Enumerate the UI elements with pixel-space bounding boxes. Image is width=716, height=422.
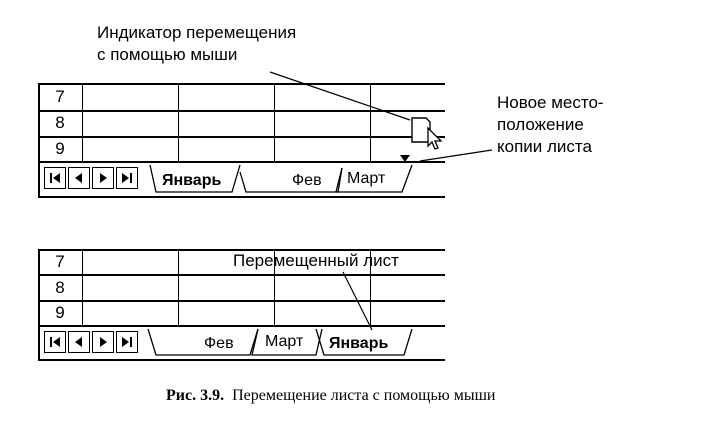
sheet-indicator-icon xyxy=(411,117,431,143)
row-header-7[interactable]: 7 xyxy=(55,87,65,106)
row-header-9[interactable]: 9 xyxy=(55,139,65,158)
row-header-8[interactable]: 8 xyxy=(55,113,65,132)
tab-february-top[interactable]: Фев xyxy=(292,172,322,189)
annotation-indicator-line1: Индикатор перемещения xyxy=(97,23,297,42)
annotation-indicator: Индикатор перемещения с помощью мыши xyxy=(97,22,296,66)
tab-march-bottom[interactable]: Март xyxy=(265,333,304,350)
move-cursor-icon xyxy=(411,117,443,150)
annotation-new-location-line3: копии листа xyxy=(497,137,592,156)
annotation-new-location-line2: положение xyxy=(497,115,584,134)
tab-january-bottom[interactable]: Январь xyxy=(329,335,389,352)
top-tab-outlines xyxy=(149,164,413,193)
tab-january-top[interactable]: Январь xyxy=(162,172,222,189)
annotation-new-location-line1: Новое место- xyxy=(497,93,604,112)
previous-sheet-button[interactable] xyxy=(68,331,90,353)
last-sheet-button[interactable] xyxy=(116,167,138,189)
tab-february-outline xyxy=(239,167,343,193)
first-sheet-button[interactable] xyxy=(44,331,66,353)
tab-march-outline-bottom xyxy=(251,328,323,356)
last-sheet-icon xyxy=(122,173,132,183)
sheet-nav-bottom xyxy=(44,331,140,353)
row-header-7[interactable]: 7 xyxy=(55,252,65,271)
previous-sheet-button[interactable] xyxy=(68,167,90,189)
sheet-nav-top xyxy=(44,167,140,189)
annotation-new-location: Новое место- положение копии листа xyxy=(497,92,604,158)
caption-label: Рис. 3.9. xyxy=(166,387,225,404)
tab-february-outline-bottom xyxy=(147,328,259,356)
indicator-pointer-line xyxy=(269,71,411,121)
last-sheet-button[interactable] xyxy=(116,331,138,353)
first-sheet-icon xyxy=(50,337,60,347)
tab-january-outline-bottom xyxy=(315,328,413,356)
previous-sheet-icon xyxy=(75,173,82,183)
last-sheet-icon xyxy=(122,337,132,347)
figure-caption: Рис. 3.9. Перемещение листа с помощью мы… xyxy=(166,387,495,405)
next-sheet-icon xyxy=(100,173,107,183)
bottom-tab-outlines xyxy=(147,328,413,356)
insertion-marker-icon xyxy=(400,155,410,162)
new-location-pointer-line xyxy=(419,149,493,162)
previous-sheet-icon xyxy=(75,337,82,347)
tab-february-bottom[interactable]: Фев xyxy=(204,335,234,352)
row-header-8[interactable]: 8 xyxy=(55,278,65,297)
annotation-indicator-line2: с помощью мыши xyxy=(97,45,238,64)
mouse-pointer-icon xyxy=(427,126,443,150)
caption-text: Перемещение листа с помощью мыши xyxy=(232,387,496,404)
first-sheet-icon xyxy=(50,173,60,183)
row-header-9[interactable]: 9 xyxy=(55,303,65,322)
tab-january-outline xyxy=(149,164,241,193)
tab-march-outline xyxy=(335,164,413,193)
tab-march-top[interactable]: Март xyxy=(347,170,386,187)
next-sheet-button[interactable] xyxy=(92,167,114,189)
moved-sheet-pointer-line xyxy=(342,271,373,331)
first-sheet-button[interactable] xyxy=(44,167,66,189)
next-sheet-icon xyxy=(100,337,107,347)
next-sheet-button[interactable] xyxy=(92,331,114,353)
